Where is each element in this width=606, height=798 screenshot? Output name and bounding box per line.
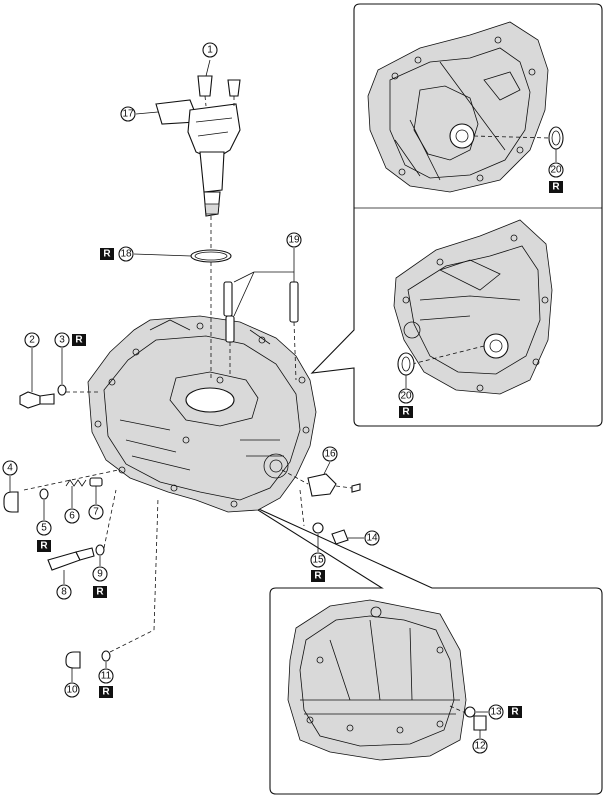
svg-text:18: 18 (120, 249, 132, 260)
sensor-2 (19, 348, 55, 409)
callout-9: 9 (92, 566, 108, 582)
o-ring-18 (133, 216, 232, 378)
replace-mark-18: R (100, 248, 114, 260)
callout-15: 15 (310, 552, 326, 568)
seal-bore-b (483, 333, 509, 359)
case-center-bore (185, 387, 235, 413)
svg-text:5: 5 (41, 523, 47, 534)
bolt-1 (197, 75, 213, 97)
callout-20-middle: 20 (398, 388, 414, 404)
svg-text:4: 4 (7, 463, 13, 474)
washer-3 (57, 348, 98, 396)
svg-text:R: R (96, 587, 104, 598)
svg-text:12: 12 (474, 741, 486, 752)
replace-mark-11: R (99, 686, 113, 698)
gasket-11 (101, 497, 159, 668)
oil-seal-20-b (397, 352, 415, 388)
callout-20-top: 20 (548, 162, 564, 178)
shift-control-assembly (155, 59, 241, 217)
pin-7 (23, 469, 119, 504)
callout-14: 14 (364, 530, 380, 546)
dowel-pins-19 (223, 248, 299, 381)
svg-text:14: 14 (366, 533, 378, 544)
svg-text:15: 15 (312, 555, 324, 566)
housing-detail-view-c (287, 599, 469, 761)
callout-10: 10 (64, 682, 80, 698)
callout-17: 17 (120, 106, 136, 122)
replace-mark-15: R (311, 570, 325, 582)
gasket-9 (95, 489, 117, 566)
housing-detail-view-a (367, 21, 551, 193)
callout-1: 1 (202, 42, 218, 58)
replace-mark-3: R (72, 334, 86, 346)
callout-2: 2 (24, 332, 40, 348)
drain-plug-12 (473, 715, 487, 738)
svg-text:8: 8 (61, 587, 67, 598)
svg-text:6: 6 (69, 511, 75, 522)
svg-text:1: 1 (207, 45, 213, 56)
svg-text:R: R (75, 335, 83, 346)
callout-3: 3 (54, 332, 70, 348)
svg-text:9: 9 (97, 569, 103, 580)
replace-mark-13: R (508, 706, 522, 718)
callout-8: 8 (56, 584, 72, 600)
gasket-15 (299, 489, 324, 552)
svg-text:17: 17 (122, 109, 134, 120)
cover-16 (281, 461, 361, 497)
replace-mark-20-middle: R (399, 406, 413, 418)
callout-18: 18 (118, 246, 134, 262)
callout-11: 11 (98, 668, 114, 684)
seal-bore-a (449, 123, 475, 149)
svg-text:11: 11 (101, 671, 112, 682)
plug-14 (331, 529, 364, 545)
switch-8 (47, 547, 95, 584)
replace-mark-20-top: R (549, 181, 563, 193)
callout-7: 7 (88, 504, 104, 520)
svg-text:7: 7 (93, 507, 99, 518)
svg-text:2: 2 (29, 335, 35, 346)
svg-text:13: 13 (490, 707, 502, 718)
housing-detail-view-b (393, 219, 553, 395)
svg-text:R: R (511, 707, 519, 718)
plug-4 (3, 476, 19, 513)
spring-6 (65, 479, 87, 508)
oil-seal-20-a (548, 126, 564, 162)
replace-mark-9: R (93, 586, 107, 598)
gasket-5 (39, 488, 49, 520)
bolt-1b (227, 79, 241, 97)
case-side-boss (263, 453, 289, 479)
callout-19: 19 (286, 232, 302, 248)
svg-text:10: 10 (66, 685, 78, 696)
svg-text:R: R (314, 571, 322, 582)
replace-mark-5: R (37, 540, 51, 552)
callout-4: 4 (2, 460, 18, 476)
svg-text:R: R (102, 687, 110, 698)
leader-17 (135, 111, 159, 115)
svg-text:R: R (402, 407, 410, 418)
callout-5: 5 (36, 520, 52, 536)
svg-text:20: 20 (550, 165, 562, 176)
transaxle-case (87, 315, 317, 513)
callout-6: 6 (64, 508, 80, 524)
svg-text:R: R (103, 249, 111, 260)
svg-text:R: R (552, 182, 560, 193)
svg-text:20: 20 (400, 391, 412, 402)
svg-text:R: R (40, 541, 48, 552)
callout-12: 12 (472, 738, 488, 754)
callout-13: 13 (488, 704, 504, 720)
svg-text:19: 19 (288, 235, 300, 246)
svg-text:3: 3 (59, 335, 65, 346)
plug-10 (65, 651, 81, 682)
gasket-13 (464, 706, 488, 718)
callout-16: 16 (322, 446, 338, 462)
svg-text:16: 16 (324, 449, 336, 460)
